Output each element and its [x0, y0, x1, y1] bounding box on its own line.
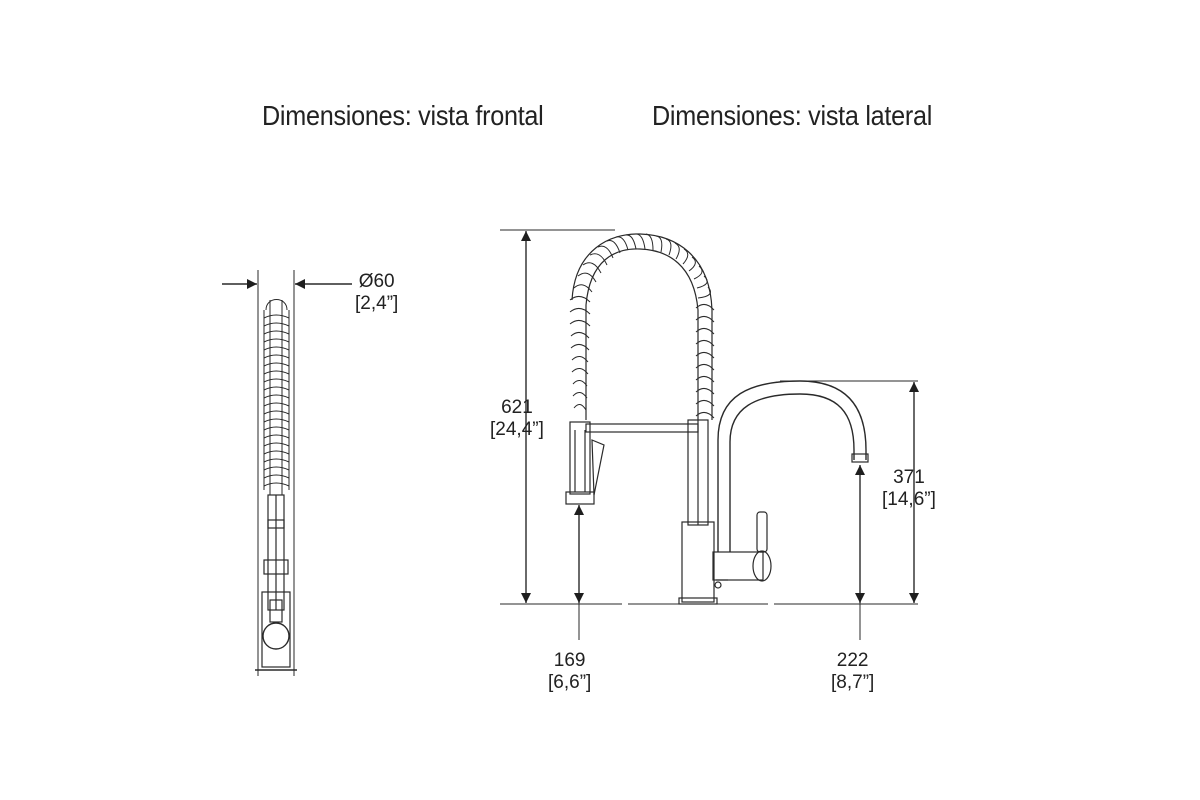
gooseneck-spout — [717, 380, 867, 552]
spout-outlet-clearance-inch: [8,7”] — [831, 672, 875, 693]
sprayer-clearance-mm: 169 — [553, 650, 586, 671]
sprayer-clearance-inch: [6,6”] — [548, 672, 592, 693]
total-height-inch: [24,4”] — [490, 419, 544, 440]
spout-height-inch: [14,6”] — [882, 489, 936, 510]
front-view-drawing — [222, 270, 352, 676]
side-view-title: Dimensiones: vista lateral — [652, 100, 933, 131]
spout-outlet-clearance-mm: 222 — [836, 650, 869, 671]
front-coil-spring — [263, 299, 290, 495]
total-height-label: 621 [24,4”] — [490, 397, 544, 441]
sprayer-head — [569, 421, 591, 495]
diameter-inch: [2,4”] — [355, 293, 399, 314]
spout-outlet-clearance-label: 222 [8,7”] — [831, 650, 874, 694]
spout-height-label: 371 [14,6”] — [882, 467, 936, 511]
front-handle-knob — [262, 622, 290, 650]
side-coil-spring — [569, 233, 715, 420]
diameter-mm: Ø60 — [358, 271, 395, 292]
spout-height-mm: 371 — [893, 467, 925, 488]
side-view-drawing — [500, 229, 919, 640]
diameter-label: Ø60 [2,4”] — [355, 271, 398, 315]
side-handle — [752, 550, 772, 582]
sprayer-clearance-label: 169 [6,6”] — [548, 650, 591, 694]
total-height-mm: 621 — [501, 397, 533, 418]
faucet-body — [681, 521, 715, 603]
front-view-title: Dimensiones: vista frontal — [262, 100, 544, 131]
